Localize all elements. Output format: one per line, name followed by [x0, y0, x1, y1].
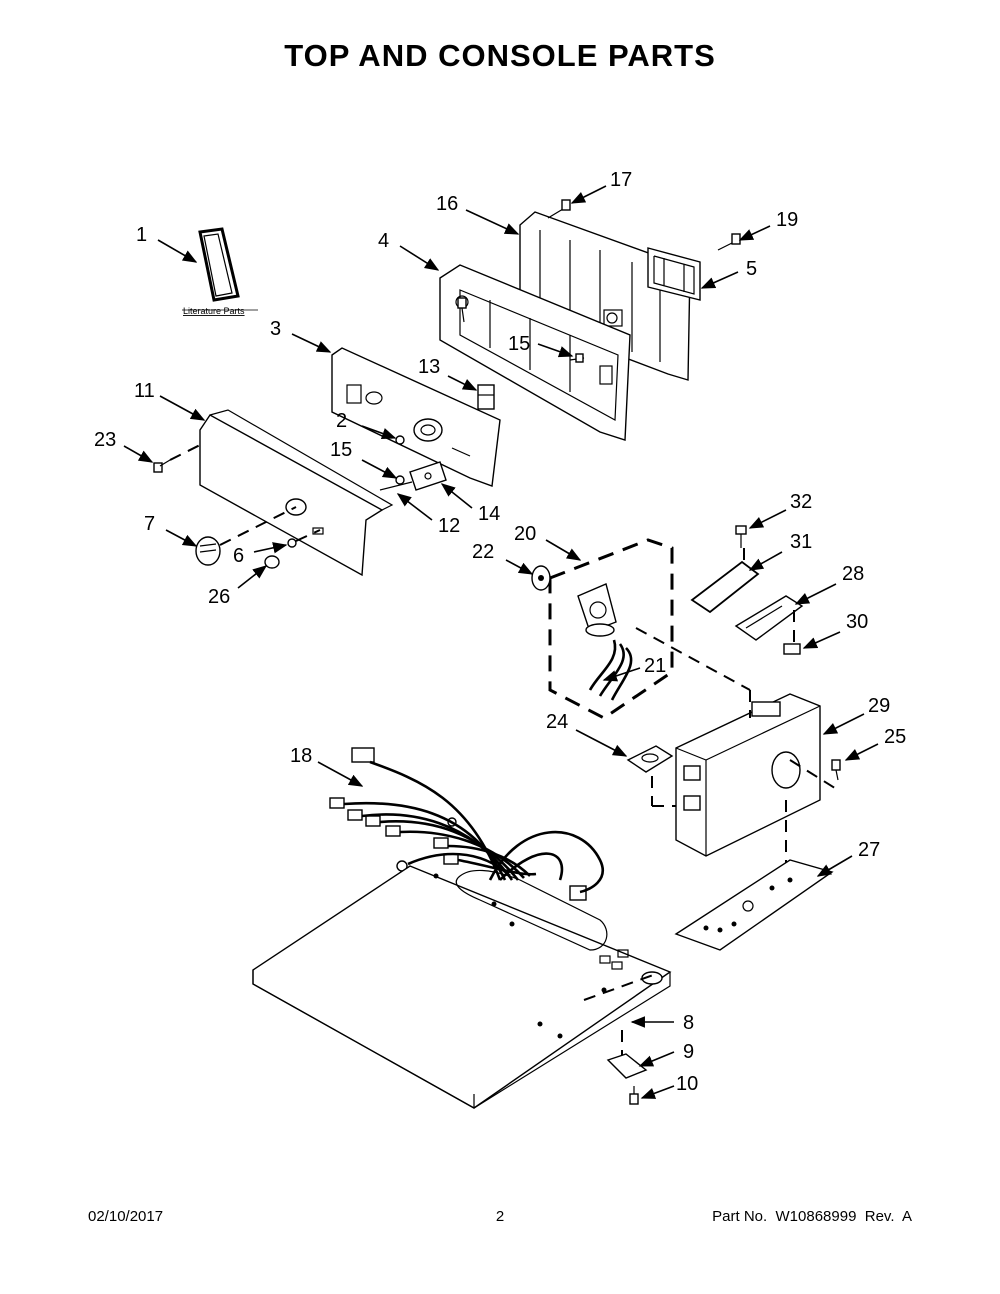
callout-23: 23	[94, 429, 116, 451]
callout-24: 24	[546, 711, 568, 733]
callout-20: 20	[514, 523, 536, 545]
callout-18: 18	[290, 745, 312, 767]
callout-6: 6	[233, 545, 244, 567]
wire-harness-18	[329, 747, 604, 901]
callout-1: 1	[136, 224, 147, 246]
callout-28: 28	[842, 563, 864, 585]
screw-15-upper	[569, 353, 585, 363]
screw-23	[153, 444, 201, 473]
callout-numbers: 1 2 3 4 5 6 7 8 9 10 11 12 13 14 15 15 1…	[94, 169, 906, 1095]
timer	[577, 583, 617, 637]
callout-8: 8	[683, 1012, 694, 1034]
clip-30	[783, 643, 801, 655]
console-mounting-plate	[331, 347, 501, 487]
callout-10: 10	[676, 1073, 698, 1095]
control-housing-29	[675, 693, 821, 857]
callout-25: 25	[884, 726, 906, 748]
callout-27: 27	[858, 839, 880, 861]
page-title: TOP AND CONSOLE PARTS	[284, 38, 716, 73]
callout-16: 16	[436, 193, 458, 215]
callout-14: 14	[478, 503, 500, 525]
footer-part-number: Part No. W10868999 Rev. A	[712, 1208, 912, 1225]
callout-4: 4	[378, 230, 389, 252]
callout-7: 7	[144, 513, 155, 535]
callout-19: 19	[776, 209, 798, 231]
callout-15-upper: 15	[508, 333, 530, 355]
knob-spring-6	[287, 529, 321, 548]
literature-booklet	[198, 227, 240, 302]
console-front-panel	[199, 409, 394, 577]
top-panel	[252, 865, 672, 1109]
callout-29: 29	[868, 695, 890, 717]
thermistor-bracket	[379, 461, 447, 491]
bracket-9	[606, 1053, 648, 1079]
insulator-24	[626, 745, 674, 773]
callout-32: 32	[790, 491, 812, 513]
callout-30: 30	[846, 611, 868, 633]
cover-28	[734, 595, 804, 641]
timer-knob-22	[531, 565, 551, 591]
control-board	[647, 247, 701, 301]
screw-25	[831, 759, 841, 781]
callout-13: 13	[418, 356, 440, 378]
callout-26: 26	[208, 586, 230, 608]
footer-date: 02/10/2017	[88, 1208, 164, 1225]
screw-15-bracket	[457, 297, 467, 323]
callout-22: 22	[472, 541, 494, 563]
callout-15-lower: 15	[330, 439, 352, 461]
mounting-plate-27	[674, 859, 834, 951]
callout-leaders	[123, 185, 879, 1099]
callout-2: 2	[336, 410, 347, 432]
screw-32	[735, 525, 747, 548]
literature-parts-label: Literature Parts	[183, 306, 245, 316]
screw-10	[629, 1086, 639, 1105]
callout-31: 31	[790, 531, 812, 553]
switch	[477, 384, 495, 410]
control-knob	[195, 536, 221, 566]
timer-assembly-outline	[548, 538, 674, 720]
callout-21: 21	[644, 655, 666, 677]
console-back-panel	[439, 264, 631, 441]
timer-wire-harness-21	[588, 639, 633, 701]
callout-3: 3	[270, 318, 281, 340]
screw-2	[395, 435, 405, 445]
knob-washer-26	[264, 555, 280, 569]
callout-11: 11	[134, 380, 155, 402]
screw-19	[717, 233, 741, 251]
callout-12: 12	[438, 515, 460, 537]
callout-17: 17	[610, 169, 632, 191]
callout-5: 5	[746, 258, 757, 280]
callout-9: 9	[683, 1041, 694, 1063]
screw-15	[395, 475, 405, 485]
footer-page-number: 2	[495, 1208, 505, 1225]
screw-17	[547, 199, 571, 219]
cover-plate-31	[690, 560, 760, 614]
